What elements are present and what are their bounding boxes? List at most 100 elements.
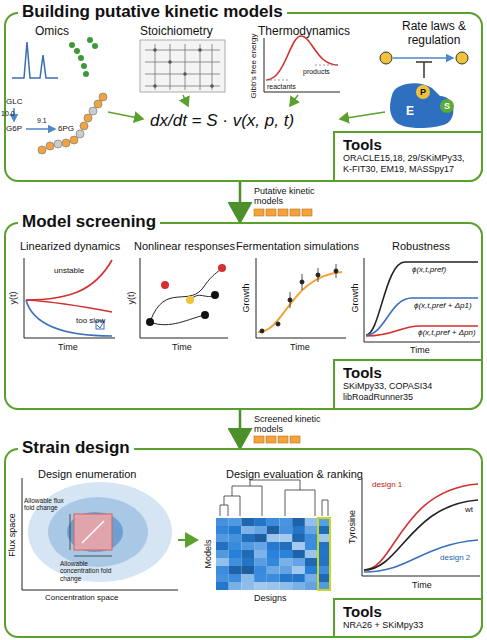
heatmap-cell: [229, 574, 242, 582]
text-label: Stoichiometry: [140, 25, 213, 39]
text-label: Omics: [35, 25, 69, 39]
heatmap-cell: [241, 582, 254, 590]
heatmap-cell: [229, 550, 242, 558]
heatmap-cell: [229, 566, 242, 574]
text-label: Time: [58, 342, 78, 352]
text-label: design 2: [440, 553, 470, 562]
heatmap-cell: [280, 558, 293, 566]
heatmap-cell: [229, 526, 242, 534]
text-label: ϕ(x,t,pref): [412, 265, 446, 274]
text-label: P: [420, 87, 426, 97]
heatmap-cell: [292, 550, 305, 558]
heatmap-cell: [292, 542, 305, 550]
edge-label: Putative kinetic models: [254, 186, 324, 207]
edge-label: Screened kinetic models: [254, 414, 324, 435]
text-label: 6PG: [58, 124, 74, 133]
heatmap-cell: [216, 542, 229, 550]
heatmap-cell: [305, 518, 318, 526]
heatmap-cell: [280, 582, 293, 590]
heatmap-cell: [241, 574, 254, 582]
heatmap-cell: [254, 566, 267, 574]
heatmap-cell: [267, 574, 280, 582]
tools-box: ToolsSKiMpy33, COPASI34 libRoadRunner35: [333, 359, 483, 411]
heatmap-cell: [254, 542, 267, 550]
heatmap-cell: [292, 526, 305, 534]
text-label: Time: [410, 345, 430, 355]
tools-list: SKiMpy33, COPASI34 libRoadRunner35: [343, 381, 475, 404]
heatmap-cell: [318, 574, 331, 582]
text-label: Flux space: [7, 513, 17, 557]
heatmap-cell: [267, 550, 280, 558]
section-title: Building putative kinetic models: [18, 2, 287, 22]
heatmap-cell: [241, 526, 254, 534]
heatmap-cell: [280, 566, 293, 574]
heatmap-cell: [241, 566, 254, 574]
text-label: y(t): [8, 292, 18, 305]
heatmap-cell: [254, 582, 267, 590]
heatmap-cell: [254, 526, 267, 534]
heatmap-cell: [305, 574, 318, 582]
text-label: unstable: [54, 266, 84, 275]
text-label: Models: [203, 539, 213, 568]
text-label: dx/dt = S · v(x, p, t): [150, 111, 294, 131]
text-label: Fermentation simulations: [236, 240, 359, 253]
text-label: Time: [290, 342, 310, 352]
heatmap-cell: [318, 566, 331, 574]
heatmap-cell: [216, 518, 229, 526]
heatmap-cell: [305, 582, 318, 590]
section-title: Model screening: [18, 212, 160, 232]
text-label: Concentration space: [45, 593, 118, 602]
heatmap-cell: [318, 526, 331, 534]
text-label: Nonlinear responses: [134, 240, 235, 253]
heatmap-cell: [254, 550, 267, 558]
tools-list: ORACLE15,18, 29/SKiMPy33, K-FIT30, EM19,…: [343, 153, 475, 176]
text-label: ϕ(x,t,pref + Δp1): [414, 301, 472, 310]
text-label: Growth: [350, 283, 360, 312]
tools-title: Tools: [343, 136, 475, 153]
text-label: GLC: [6, 97, 22, 106]
heatmap-cell: [267, 542, 280, 550]
heatmap-cell: [292, 582, 305, 590]
heatmap-cell: [229, 518, 242, 526]
text-label: Design evaluation & ranking: [226, 468, 363, 481]
heatmap-cell: [216, 574, 229, 582]
heatmap-cell: [280, 526, 293, 534]
heatmap-cell: [267, 518, 280, 526]
tools-title: Tools: [343, 364, 475, 381]
heatmap-cell: [305, 542, 318, 550]
heatmap-cell: [229, 582, 242, 590]
heatmap-cell: [254, 518, 267, 526]
heatmap-cell: [292, 558, 305, 566]
heatmap-cell: [241, 542, 254, 550]
text-label: y(t): [126, 292, 136, 305]
text-label: Allowable concentration fold change: [60, 560, 122, 582]
text-label: reactants: [267, 83, 296, 91]
heatmap-cell: [267, 558, 280, 566]
heatmap-cell: [241, 558, 254, 566]
heatmap-cell: [267, 566, 280, 574]
section-title: Strain design: [18, 438, 134, 458]
flow-arrow: [239, 410, 242, 448]
tools-list: NRA26 + SKiMpy33: [343, 620, 475, 631]
heatmap-cell: [254, 574, 267, 582]
heatmap-cell: [216, 558, 229, 566]
text-label: Rate laws & regulation: [388, 20, 480, 48]
heatmap-cell: [280, 542, 293, 550]
text-label: G6P: [6, 124, 22, 133]
text-label: wt: [465, 505, 473, 514]
heatmap-cell: [292, 566, 305, 574]
heatmap-cell: [318, 550, 331, 558]
heatmap-cell: [318, 558, 331, 566]
text-label: design 1: [372, 480, 402, 489]
heatmap-cell: [318, 518, 331, 526]
text-label: Allowable flux fold change: [24, 497, 70, 512]
tools-box: ToolsNRA26 + SKiMpy33: [333, 598, 483, 638]
flow-arrow: [239, 182, 242, 222]
text-label: products: [303, 68, 330, 76]
heatmap-cell: [216, 582, 229, 590]
text-label: Linearized dynamics: [20, 240, 120, 253]
heatmap-cell: [216, 534, 229, 542]
heatmap-cell: [280, 574, 293, 582]
